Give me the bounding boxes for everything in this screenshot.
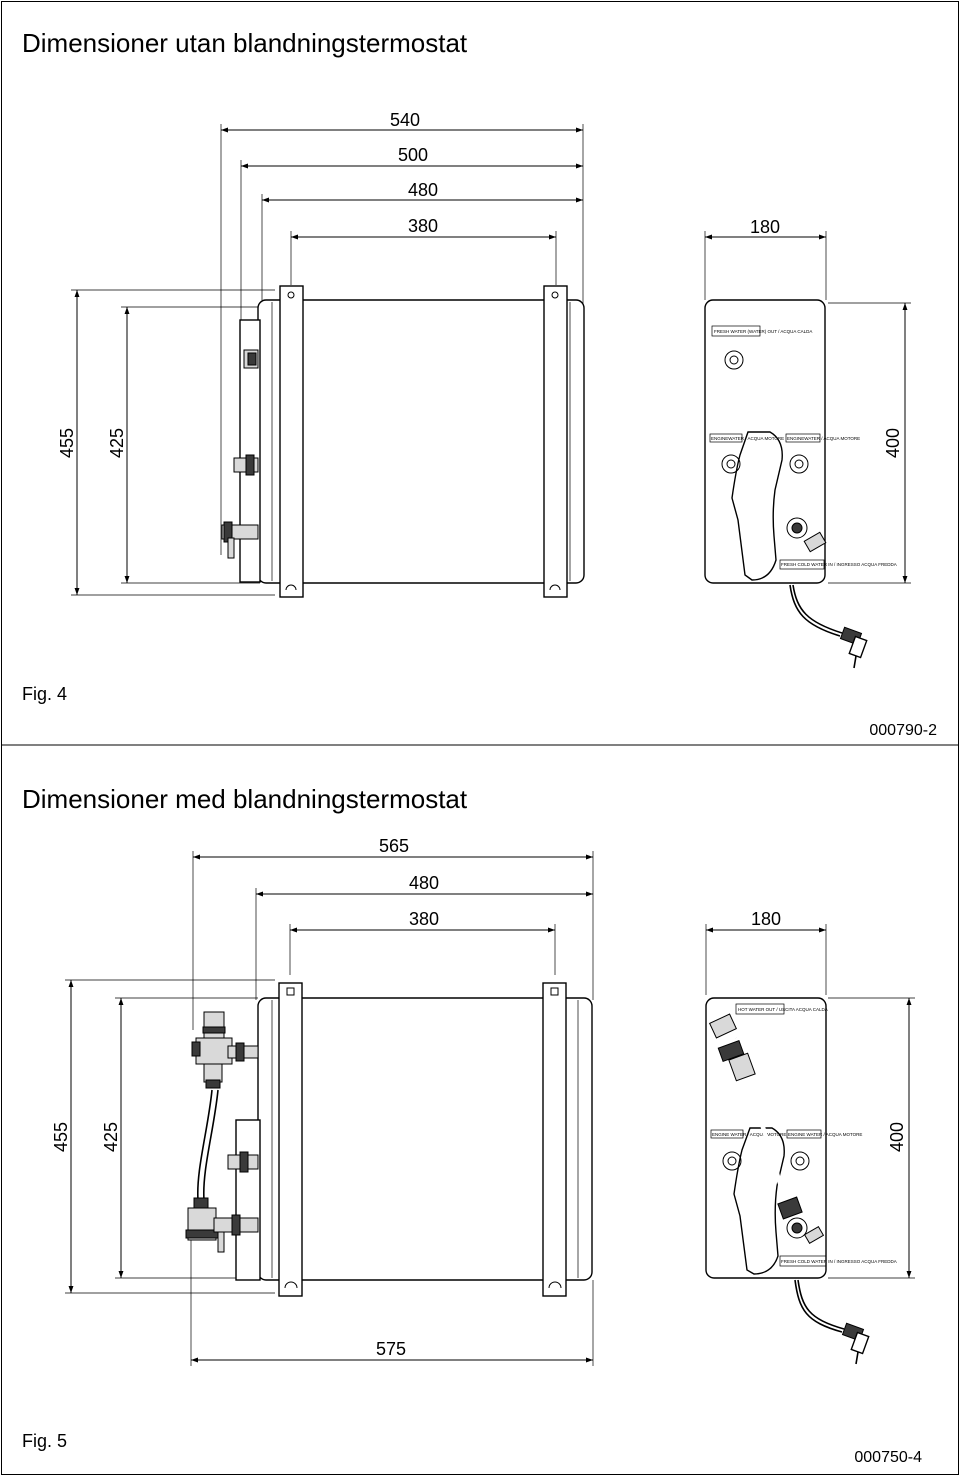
fig5-label: Fig. 5 [22,1431,67,1451]
fig4-dim-480: 480 [408,180,438,200]
fig5-dim-455: 455 [51,1122,71,1152]
fig4-dim-455: 455 [57,428,77,458]
fig4-heater-side-view [221,285,585,598]
fig5-dim-380: 380 [409,909,439,929]
fig4-horizontal-dimensions: 540 500 480 380 180 [220,110,827,565]
fig5-label-engine-right: ENGINE WATER / ACQUA MOTORE [788,1132,862,1137]
fig4-vertical-dimensions: 455 425 400 [57,289,911,596]
figure-4: Dimensioner utan blandningstermostat 540… [22,28,937,739]
fig5-dim-400: 400 [887,1122,907,1152]
fig5-dim-565: 565 [379,836,409,856]
fig4-dim-400: 400 [883,428,903,458]
fig5-heater-end-view: HOT WATER OUT / USCITA ACQUA CALDA ENGIN… [705,997,897,1365]
fig5-label-bottom: FRESH COLD WATER IN / INGRESSO ACQUA FRE… [781,1259,897,1264]
fig5-dim-425: 425 [101,1122,121,1152]
fig4-label-top: FRESH WATER (WATER) OUT / ACQUA CALDA [714,329,812,334]
fig4-label-engine-left: ENGINEWATER / ACQUA MOTORE [711,436,784,441]
fig5-bottom-dimension: 575 [190,1240,594,1366]
fig5-label-top: HOT WATER OUT / USCITA ACQUA CALDA [738,1007,828,1012]
fig5-heater-side-view [185,982,593,1297]
fig5-heading: Dimensioner med blandningstermostat [22,784,468,814]
fig4-heater-end-view: FRESH WATER (WATER) OUT / ACQUA CALDA EN… [704,299,897,669]
fig5-dim-480: 480 [409,873,439,893]
fig5-label-engine-left: ENGINE WATER / ACQUA MOTORE [712,1132,786,1137]
fig4-label-bottom: FRESH COLD WATER IN / INGRESSO ACQUA FRE… [781,562,897,567]
fig5-dim-180: 180 [751,909,781,929]
fig4-dim-180: 180 [750,217,780,237]
fig4-label-engine-right: ENGINEWATER / ACQUA MOTORE [787,436,860,441]
fig5-horizontal-dimensions: 565 480 380 180 [192,836,827,1030]
fig4-dim-425: 425 [107,428,127,458]
fig5-vertical-dimensions: 455 425 400 [51,979,915,1294]
fig5-dim-575: 575 [376,1339,406,1359]
fig4-dim-500: 500 [398,145,428,165]
fig4-heading: Dimensioner utan blandningstermostat [22,28,468,58]
fig4-drawing-code: 000790-2 [869,722,937,739]
fig4-dim-540: 540 [390,110,420,130]
fig5-drawing-code: 000750-4 [854,1449,922,1466]
fig4-label: Fig. 4 [22,684,67,704]
fig4-dim-380: 380 [408,216,438,236]
figure-5: Dimensioner med blandningstermostat 565 … [22,784,922,1466]
